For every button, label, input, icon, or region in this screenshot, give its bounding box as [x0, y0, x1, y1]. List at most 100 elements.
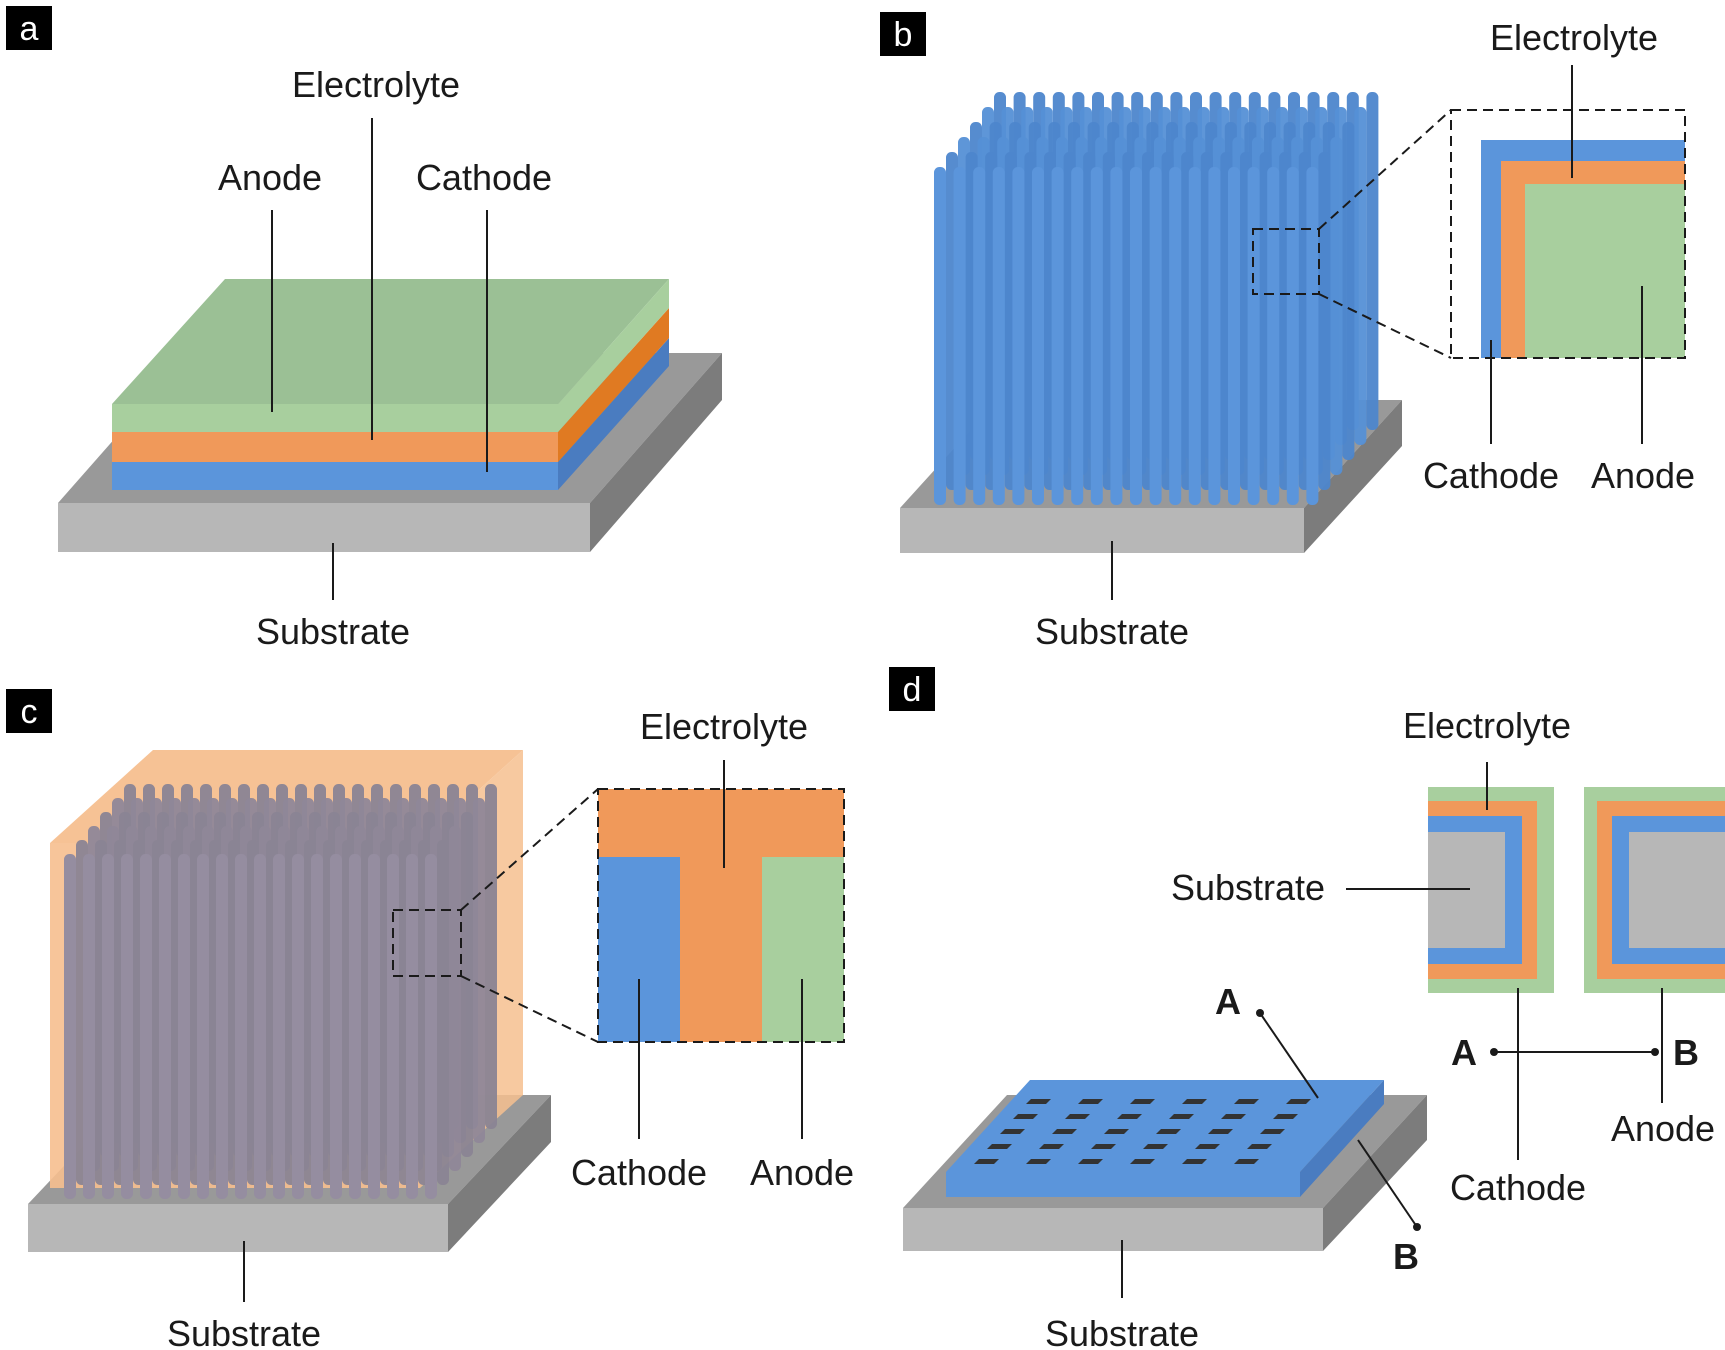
nanorod	[1208, 167, 1221, 505]
hole	[1169, 1114, 1194, 1119]
panel-c-nanorod-array	[64, 784, 497, 1199]
hole	[1156, 1129, 1181, 1134]
nanorod	[973, 167, 986, 505]
panel-a-electrolyte-label: Electrolyte	[292, 64, 460, 105]
panel-c-substrate-label: Substrate	[167, 1313, 321, 1350]
panel-d-section-right-substrate	[1629, 832, 1725, 948]
nanorod	[992, 167, 1005, 505]
hole	[1026, 1159, 1051, 1164]
panel-c-zoom-line-top	[460, 788, 599, 911]
panel-d-cathode-label: Cathode	[1450, 1167, 1586, 1208]
nanorod	[1032, 167, 1044, 505]
panel-d-electrolyte-label: Electrolyte	[1403, 705, 1571, 746]
nanorod	[437, 840, 449, 1185]
panel-c-inset-frame	[597, 788, 845, 1043]
hole	[1208, 1129, 1233, 1134]
nanorod	[953, 167, 966, 505]
panel-d-point-b-leader	[1357, 1139, 1418, 1228]
nanorod	[64, 854, 76, 1199]
panel-d-hole-array	[974, 1099, 1311, 1164]
hole	[1221, 1114, 1246, 1119]
nanorod	[473, 798, 485, 1143]
nanorod	[1366, 92, 1379, 430]
nanorod	[425, 854, 437, 1199]
panel-c-zoom-line-bottom	[460, 975, 599, 1043]
panel-d-substrate-front	[903, 1208, 1323, 1251]
nanorod	[1342, 122, 1355, 460]
hole	[987, 1144, 1012, 1149]
panel-d-point-b-dot	[1413, 1223, 1421, 1231]
nanorod	[1169, 167, 1182, 505]
nanorod	[140, 854, 152, 1199]
nanorod	[1286, 167, 1299, 505]
nanorod	[387, 854, 399, 1199]
panel-b-substrate-label: Substrate	[1035, 611, 1189, 652]
panel-d-section-b-dot	[1651, 1048, 1659, 1056]
panel-b-zoom-line-bottom	[1318, 293, 1452, 359]
hole	[1000, 1129, 1025, 1134]
panel-b-cathode-label: Cathode	[1423, 455, 1559, 496]
panel-b-letter: b	[894, 16, 913, 54]
panel-c-substrate-side	[448, 1095, 551, 1252]
hole	[974, 1159, 999, 1164]
nanorod	[235, 854, 247, 1199]
nanorod	[406, 854, 418, 1199]
hole	[1130, 1159, 1155, 1164]
panel-d-slab-side	[1300, 1080, 1384, 1197]
hole	[1078, 1159, 1103, 1164]
panel-a: a Electrolyte Anode Cathode Substrate	[6, 6, 722, 652]
panel-a-substrate-front	[58, 503, 590, 552]
panel-d-letter-box	[889, 667, 935, 711]
nanorod	[349, 854, 361, 1199]
panel-d: d A B	[889, 667, 1725, 1350]
panel-d-point-a-label: A	[1215, 981, 1241, 1022]
hole	[1182, 1159, 1207, 1164]
hole	[1039, 1144, 1064, 1149]
nanorod	[1149, 167, 1162, 505]
hole	[1234, 1159, 1259, 1164]
panel-c-letter-box	[6, 689, 52, 733]
panel-b-anode-label: Anode	[1591, 455, 1695, 496]
panel-c-cathode-label: Cathode	[571, 1152, 707, 1193]
panel-a-substrate-label: Substrate	[256, 611, 410, 652]
hole	[1286, 1099, 1311, 1104]
hole	[1260, 1129, 1285, 1134]
panel-c-anode-label: Anode	[750, 1152, 854, 1193]
panel-c-substrate-front	[28, 1204, 448, 1252]
panel-a-letter-box	[6, 6, 52, 50]
nanorod	[1354, 107, 1367, 445]
nanorod	[1267, 167, 1280, 505]
hole	[1182, 1099, 1207, 1104]
panel-a-substrate-side	[590, 353, 722, 552]
panel-a-anode-side	[558, 279, 669, 432]
nanorod	[1318, 152, 1331, 490]
hole	[1013, 1114, 1038, 1119]
hole	[1273, 1114, 1298, 1119]
hole	[1130, 1099, 1155, 1104]
panel-b-electrolyte-label: Electrolyte	[1490, 17, 1658, 58]
panel-a-anode-label: Anode	[218, 157, 322, 198]
nanorod	[1071, 167, 1084, 505]
nanorod	[292, 854, 304, 1199]
panel-d-point-a-leader	[1259, 1012, 1319, 1099]
nanorod	[485, 784, 497, 1129]
panel-a-cathode-layer	[112, 462, 558, 490]
hole	[1104, 1129, 1129, 1134]
panel-d-section-a-label: A	[1451, 1032, 1477, 1073]
panel-a-anode-top	[112, 279, 669, 404]
nanorod	[121, 854, 133, 1199]
hole	[1091, 1144, 1116, 1149]
nanorod	[254, 854, 266, 1199]
panel-b-letter-box	[880, 12, 926, 56]
nanorod	[330, 854, 342, 1199]
panel-c-zoom-box	[392, 909, 462, 977]
nanorod	[159, 854, 171, 1199]
panel-a-electrolyte-side	[558, 308, 669, 462]
nanorod	[1012, 167, 1025, 505]
panel-d-substrate-side	[1323, 1095, 1427, 1251]
panel-b: b Electrolyte Cathode Anode Substrate	[880, 12, 1695, 652]
nanorod	[1306, 167, 1319, 505]
panel-d-cross-section	[1428, 787, 1725, 993]
nanorod	[1090, 167, 1103, 505]
